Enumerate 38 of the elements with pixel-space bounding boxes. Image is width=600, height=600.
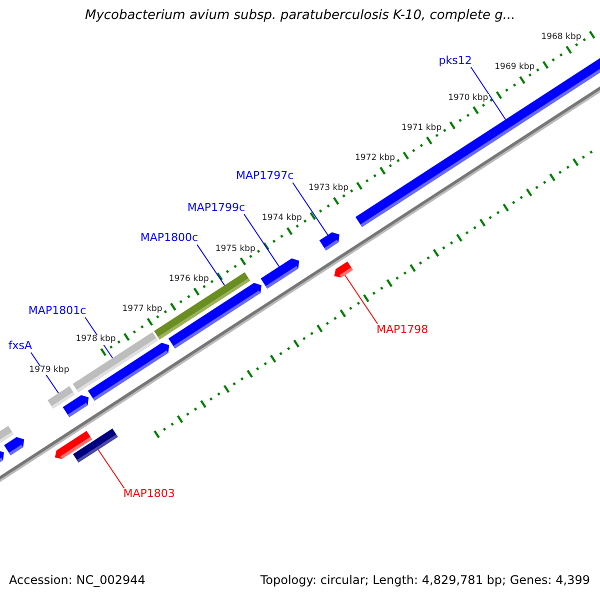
scale-label: 1979 kbp — [28, 366, 70, 376]
gene-feature — [334, 262, 353, 278]
scale-label: 1974 kbp — [260, 214, 303, 224]
gene-label: fxsA — [8, 340, 32, 353]
leader-line — [98, 449, 125, 489]
scale-label: 1976 kbp — [168, 274, 210, 285]
gene-label: MAP1803 — [123, 488, 175, 501]
scale-label: 1978 kbp — [74, 335, 117, 346]
scale-label: 1969 kbp — [494, 63, 536, 74]
gene-feature — [168, 282, 262, 348]
gene-bar — [73, 428, 118, 462]
leader-line — [292, 182, 328, 236]
gene-feature — [0, 450, 4, 464]
gene-label: MAP1800c — [140, 232, 198, 245]
scale-label: 1977 kbp — [121, 305, 164, 315]
scale-label: 1968 kbp — [540, 33, 582, 43]
scale-label: 1970 kbp — [447, 94, 490, 104]
gene-feature — [319, 232, 340, 250]
gene-feature — [4, 437, 24, 456]
leader-line — [196, 244, 226, 286]
gene-feature — [62, 395, 89, 418]
accession-label: Accession: NC_002944 — [9, 574, 146, 588]
leader-line — [470, 66, 506, 120]
gene-label: MAP1797c — [236, 170, 294, 183]
gene-feature — [88, 342, 170, 401]
scale-label: 1973 kbp — [307, 184, 350, 194]
scale-label: 1971 kbp — [400, 124, 443, 134]
title: Mycobacterium avium subsp. paratuberculosis K-10, complete g... — [85, 9, 516, 24]
gene-feature — [260, 258, 300, 289]
gene-label: MAP1801c — [28, 304, 86, 318]
gene-label: pks12 — [438, 54, 472, 68]
gene-label: MAP1799c — [187, 202, 246, 214]
scale-label: 1972 kbp — [354, 154, 396, 164]
scale-label: 1975 kbp — [214, 244, 256, 254]
leader-line — [244, 214, 280, 268]
genome-stats-label: Topology: circular; Length: 4,829,781 bp; Genes: 4,399 — [260, 574, 590, 588]
gene-label: MAP1798 — [376, 324, 428, 336]
leader-line — [344, 274, 378, 324]
